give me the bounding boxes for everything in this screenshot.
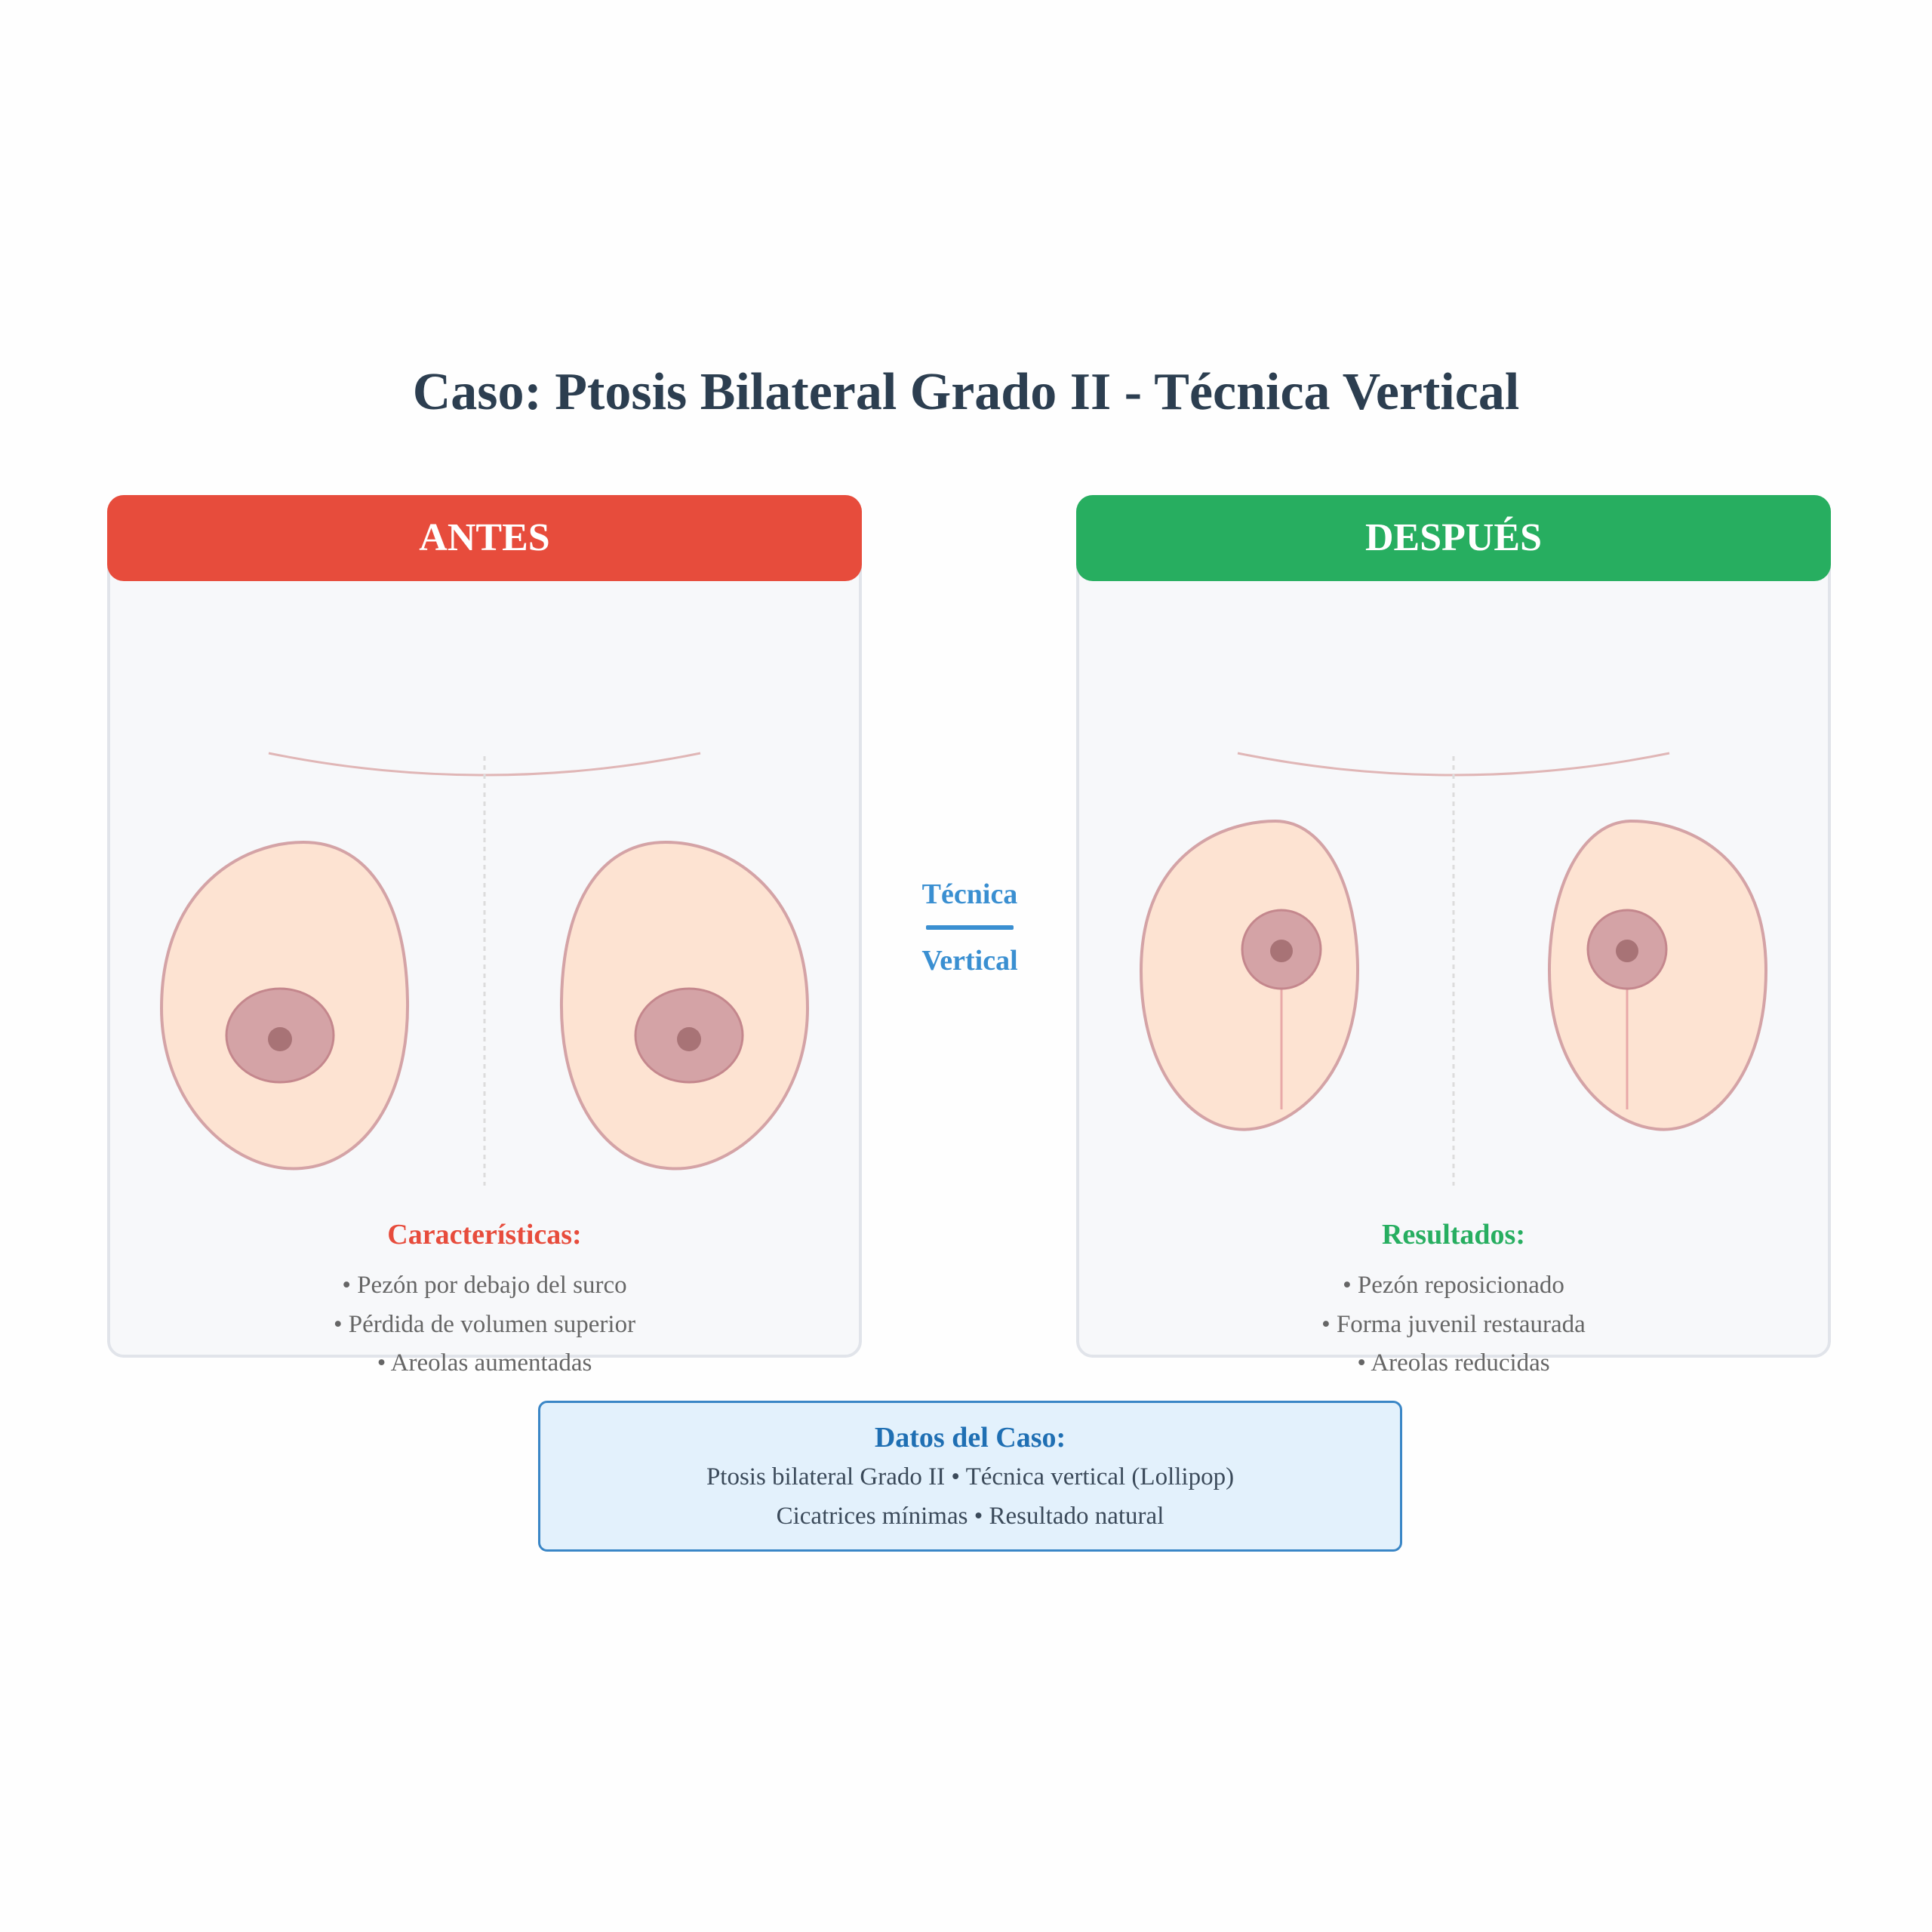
right-nipple [1616, 940, 1638, 962]
before-illustration [159, 752, 810, 1186]
technique-label: Técnica Vertical [891, 875, 1049, 980]
case-data-line1: Ptosis bilateral Grado II • Técnica vert… [706, 1463, 1235, 1491]
before-panel: ANTES Características: [107, 495, 862, 1358]
after-section-title: Resultados: [1381, 1219, 1526, 1251]
list-item: • Pezón por debajo del surco [342, 1272, 627, 1299]
after-bullet-list: • Pezón reposicionado • Forma juvenil re… [1076, 1266, 1831, 1383]
after-panel: DESPUÉS Resultados: [1076, 495, 1831, 1358]
case-data-line2: Cicatrices mínimas • Resultado natural [776, 1503, 1164, 1530]
before-section-title: Características: [387, 1219, 582, 1251]
after-header: DESPUÉS [1076, 495, 1831, 581]
after-illustration [1139, 752, 1768, 1186]
list-item: • Forma juvenil restaurada [1321, 1310, 1586, 1338]
list-item: • Pezón reposicionado [1343, 1272, 1564, 1299]
case-data-title: Datos del Caso: [874, 1422, 1066, 1454]
page-title: Caso: Ptosis Bilateral Grado II - Técnic… [412, 363, 1520, 421]
right-nipple [677, 1027, 701, 1051]
left-nipple [1270, 940, 1293, 962]
case-data-box: Datos del Caso: Ptosis bilateral Grado I… [538, 1401, 1402, 1552]
left-nipple [268, 1027, 292, 1051]
left-breast-shape [1139, 819, 1360, 1131]
list-item: • Areolas reducidas [1357, 1349, 1550, 1377]
technique-divider [926, 925, 1014, 930]
before-header: ANTES [107, 495, 862, 581]
technique-label-line1: Técnica [921, 878, 1018, 910]
list-item: • Pérdida de volumen superior [333, 1310, 636, 1338]
technique-label-line2: Vertical [921, 945, 1018, 977]
list-item: • Areolas aumentadas [377, 1349, 592, 1377]
before-bullet-list: • Pezón por debajo del surco • Pérdida d… [107, 1266, 862, 1383]
